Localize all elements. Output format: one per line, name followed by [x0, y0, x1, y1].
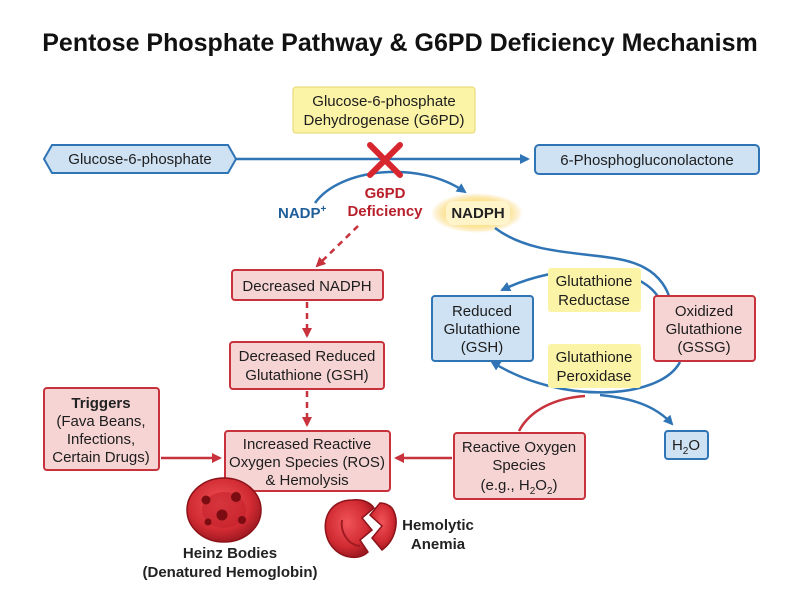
ros-line3: & Hemolysis [265, 472, 348, 489]
nadp-label: NADP+ [278, 204, 327, 222]
product-box: 6-Phosphogluconolactone [534, 144, 760, 175]
nadph-to-reductase-arrow [494, 227, 672, 301]
enzyme-label-line2: Dehydrogenase (G6PD) [304, 112, 465, 129]
decreased-nadph-label: Decreased NADPH [242, 278, 371, 295]
enzyme-box: Glucose-6-phosphate Dehydrogenase (G6PD) [292, 86, 476, 134]
reductase-label-box: Glutathione Reductase [548, 268, 641, 312]
ros-to-cycle-arrow [517, 394, 586, 432]
to-water-arrow [599, 393, 674, 426]
product-label: 6-Phosphogluconolactone [560, 152, 733, 169]
water-label: H2O [672, 437, 700, 457]
hemolytic-line1: Hemolytic [402, 517, 474, 534]
heinz-body-cell-icon [186, 477, 262, 543]
triggers-line2: (Fava Beans, [56, 413, 145, 430]
ros-source-line2: Species [492, 457, 545, 474]
ros-source-line3: (e.g., H2O2) [481, 477, 558, 497]
peroxidase-arc-arrow [490, 360, 682, 394]
ros-hemolysis-box: Increased Reactive Oxygen Species (ROS) … [224, 430, 391, 492]
decreased-nadph-box: Decreased NADPH [231, 269, 384, 301]
deficiency-label-line2: Deficiency [347, 203, 423, 220]
ros-source-line1: Reactive Oxygen [462, 439, 576, 456]
block-x-icon [367, 142, 403, 178]
oxidized-gssg-line1: Oxidized [675, 303, 733, 320]
triggers-line3: Infections, [67, 431, 135, 448]
deficiency-to-nadph-arrow [315, 225, 359, 268]
triggers-line1: Triggers [71, 395, 130, 412]
reduced-gsh-line3: (GSH) [461, 339, 504, 356]
oxidized-gssg-line3: (GSSG) [677, 339, 730, 356]
decreased-gsh-line1: Decreased Reduced [239, 348, 376, 365]
hemolytic-line2: Anemia [411, 536, 466, 553]
cofactor-curve-arrow [313, 170, 467, 204]
peroxidase-line2: Peroxidase [556, 368, 631, 385]
triggers-line4: Certain Drugs) [52, 449, 150, 466]
heinz-line1: Heinz Bodies [183, 545, 277, 562]
nadph-label: NADPH [451, 205, 504, 222]
oxidized-gssg-box: Oxidized Glutathione (GSSG) [653, 295, 756, 362]
page-title: Pentose Phosphate Pathway & G6PD Deficie… [42, 29, 758, 57]
substrate-box: Glucose-6-phosphate [42, 144, 238, 174]
reduced-gsh-line2: Glutathione [444, 321, 521, 338]
reductase-line2: Reductase [558, 292, 630, 309]
decreased-gsh-box: Decreased Reduced Glutathione (GSH) [229, 341, 385, 390]
ros-source-box: Reactive Oxygen Species (e.g., H2O2) [453, 432, 586, 500]
reduced-gsh-line1: Reduced [452, 303, 512, 320]
ruptured-cell-icon [324, 499, 397, 559]
peroxidase-label-box: Glutathione Peroxidase [548, 344, 641, 388]
decreased-gsh-line2: Glutathione (GSH) [245, 367, 368, 384]
deficiency-label-line1: G6PD [365, 185, 406, 202]
heinz-line2: (Denatured Hemoglobin) [143, 564, 318, 581]
enzyme-label-line1: Glucose-6-phosphate [312, 93, 455, 110]
substrate-label: Glucose-6-phosphate [68, 151, 211, 168]
ros-line2: Oxygen Species (ROS) [229, 454, 385, 471]
ros-line1: Increased Reactive [243, 436, 371, 453]
reduced-gsh-box: Reduced Glutathione (GSH) [431, 295, 534, 362]
triggers-box: Triggers (Fava Beans, Infections, Certai… [43, 387, 160, 471]
oxidized-gssg-line2: Glutathione [666, 321, 743, 338]
reductase-line1: Glutathione [556, 273, 633, 290]
peroxidase-line1: Glutathione [556, 349, 633, 366]
water-box: H2O [664, 430, 709, 460]
